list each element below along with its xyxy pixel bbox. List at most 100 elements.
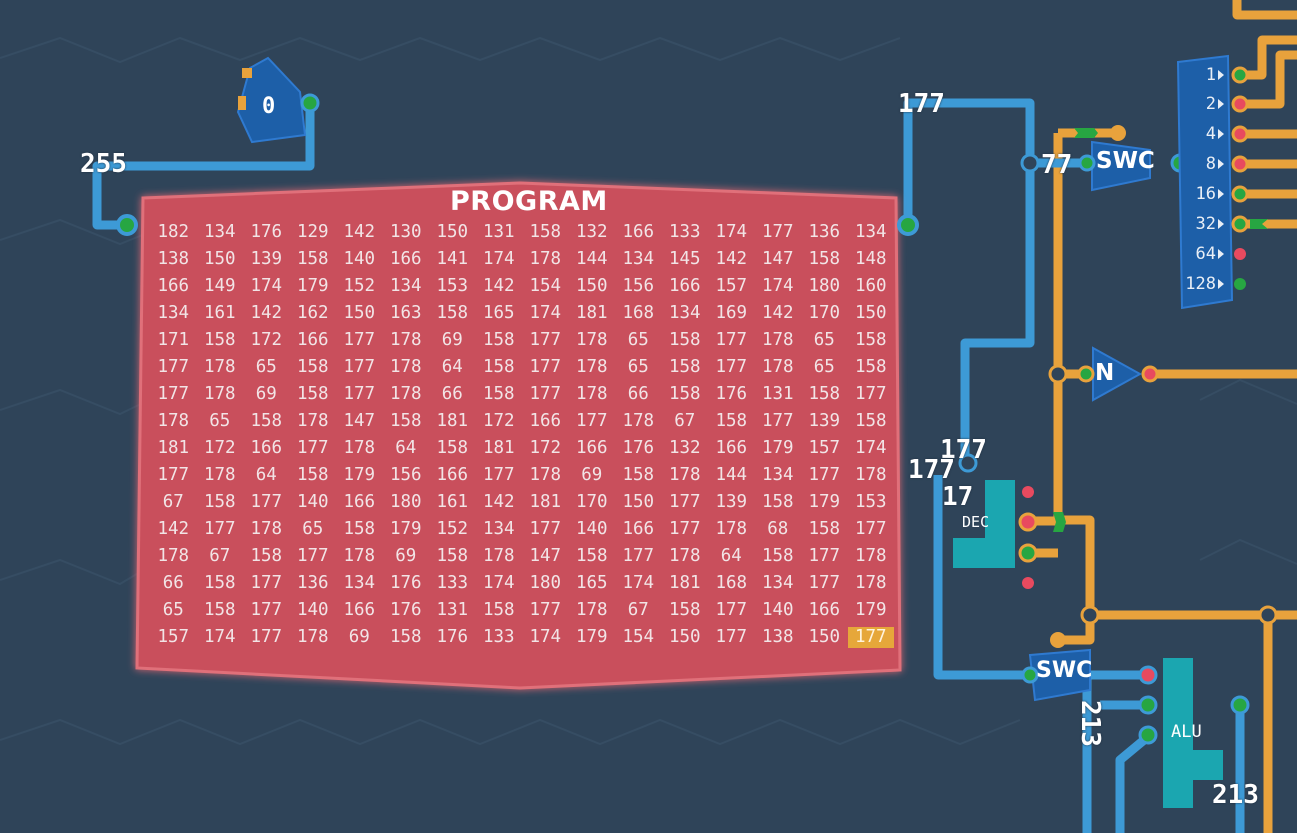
swc-bottom-control-pin[interactable] [1050,632,1066,648]
program-cell[interactable]: 147 [761,249,794,269]
program-cell[interactable]: 180 [808,276,841,296]
program-cell[interactable]: 166 [622,519,655,539]
program-cell[interactable]: 66 [441,384,463,404]
program-cell[interactable]: 65 [302,519,324,539]
program-cell[interactable]: 178 [622,411,655,431]
swc-bottom-component[interactable] [1021,632,1091,702]
program-cell[interactable]: 166 [808,600,841,620]
program-cell[interactable]: 177 [296,438,329,458]
program-cell[interactable]: 179 [296,276,329,296]
program-cell[interactable]: 177 [529,357,562,377]
program-cell[interactable]: 150 [668,627,701,647]
program-cell[interactable]: 178 [157,546,190,566]
program-cell[interactable]: 174 [529,627,562,647]
alu-input-b-pin[interactable] [1138,695,1158,715]
program-cell[interactable]: 64 [255,465,277,485]
program-cell[interactable]: 158 [668,357,701,377]
program-cell[interactable]: 177 [203,519,236,539]
program-cell[interactable]: 147 [529,546,562,566]
program-cell[interactable]: 177 [343,357,376,377]
program-cell[interactable]: 144 [575,249,608,269]
program-cell[interactable]: 177 [529,384,562,404]
program-cell[interactable]: 177 [157,384,190,404]
program-cell[interactable]: 130 [389,222,422,242]
program-cell[interactable]: 149 [203,276,236,296]
program-cell[interactable]: 177 [529,519,562,539]
program-cell[interactable]: 156 [389,465,422,485]
swc-bottom-input-pin[interactable] [1021,666,1039,684]
program-cell[interactable]: 131 [761,384,794,404]
program-cell[interactable]: 174 [622,573,655,593]
program-cell[interactable]: 179 [761,438,794,458]
program-cell[interactable]: 177 [668,519,701,539]
program-cell[interactable]: 178 [203,465,236,485]
program-cell[interactable]: 133 [436,573,469,593]
program-cell[interactable]: 158 [436,303,469,323]
program-cell[interactable]: 178 [529,465,562,485]
program-cell[interactable]: 154 [622,627,655,647]
program-cell[interactable]: 176 [436,627,469,647]
program-cell[interactable]: 177 [529,330,562,350]
program-component[interactable] [116,181,919,690]
program-cell[interactable]: 66 [627,384,649,404]
program-cell[interactable]: 64 [395,438,417,458]
program-cell[interactable]: 158 [296,357,329,377]
program-cell[interactable]: 158 [482,357,515,377]
program-cell[interactable]: 177 [296,546,329,566]
program-cell[interactable]: 178 [761,357,794,377]
program-cell[interactable]: 166 [715,438,748,458]
program-cell[interactable]: 163 [389,303,422,323]
program-cell[interactable]: 140 [296,600,329,620]
program-cell[interactable]: 178 [482,546,515,566]
program-cell[interactable]: 67 [209,546,231,566]
program-cell[interactable]: 169 [715,303,748,323]
program-cell[interactable]: 172 [203,438,236,458]
program-cell[interactable]: 158 [854,330,887,350]
program-cell[interactable]: 158 [761,546,794,566]
program-cell[interactable]: 181 [668,573,701,593]
program-cell[interactable]: 148 [854,249,887,269]
program-cell[interactable]: 165 [575,573,608,593]
alu-input-a-pin[interactable] [1138,665,1158,685]
program-cell[interactable]: 177 [482,465,515,485]
program-cell[interactable]: 174 [715,222,748,242]
program-address-pin[interactable] [116,214,138,236]
program-cell[interactable]: 177 [761,222,794,242]
not-gate[interactable] [1048,346,1159,402]
program-cell[interactable]: 170 [575,492,608,512]
program-cell[interactable]: 177 [668,492,701,512]
program-cell[interactable]: 156 [622,276,655,296]
program-cell[interactable]: 174 [854,438,887,458]
program-cell[interactable]: 65 [255,357,277,377]
program-cell[interactable]: 158 [203,600,236,620]
program-cell[interactable]: 68 [767,519,789,539]
program-cell[interactable]: 150 [808,627,841,647]
program-cell[interactable]: 150 [622,492,655,512]
program-cell[interactable]: 178 [157,411,190,431]
program-cell[interactable]: 142 [761,303,794,323]
program-cell[interactable]: 158 [854,357,887,377]
program-cell[interactable]: 134 [203,222,236,242]
program-cell[interactable]: 177 [575,411,608,431]
program-cell[interactable]: 134 [761,465,794,485]
program-cell[interactable]: 158 [296,384,329,404]
program-cell[interactable]: 150 [203,249,236,269]
program-cell[interactable]: 158 [482,330,515,350]
program-cell[interactable]: 131 [482,222,515,242]
program-cell[interactable]: 176 [622,438,655,458]
program-cell[interactable]: 178 [854,465,887,485]
program-cell[interactable]: 138 [761,627,794,647]
program-cell[interactable]: 177 [808,546,841,566]
program-cell[interactable]: 179 [575,627,608,647]
program-cell[interactable]: 180 [529,573,562,593]
program-cell[interactable]: 158 [343,519,376,539]
program-cell[interactable]: 134 [157,303,190,323]
program-cell[interactable]: 64 [720,546,742,566]
program-cell[interactable]: 133 [668,222,701,242]
program-cell[interactable]: 136 [808,222,841,242]
program-cell[interactable]: 174 [529,303,562,323]
program-cell[interactable]: 177 [250,600,283,620]
program-cell[interactable]: 158 [389,627,422,647]
program-cell[interactable]: 181 [482,438,515,458]
program-cell[interactable]: 177 [529,600,562,620]
